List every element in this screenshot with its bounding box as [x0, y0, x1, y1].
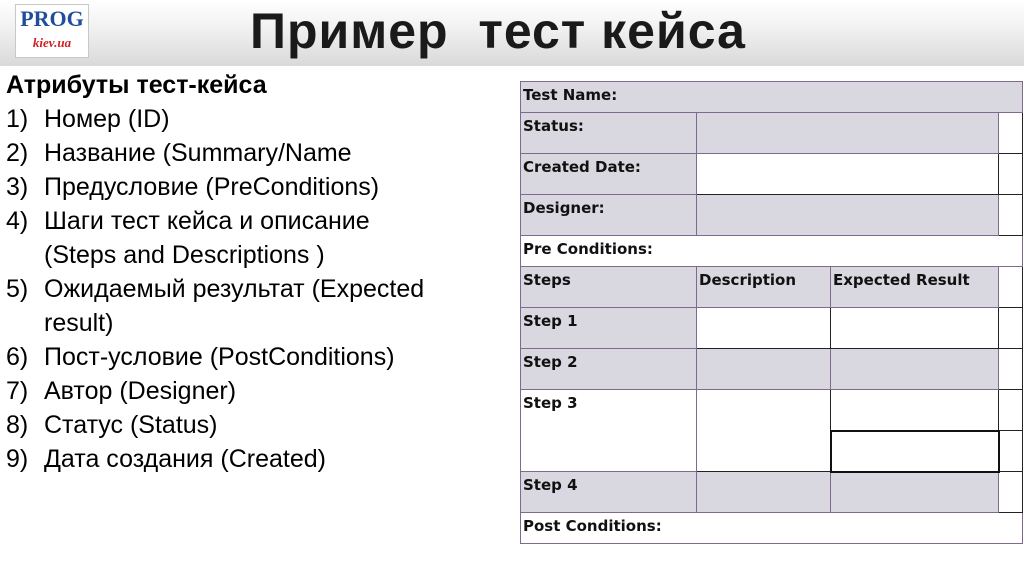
table-row — [521, 429, 1023, 473]
attribute-number: 2) — [6, 139, 29, 167]
created-date-value-cell — [696, 153, 999, 195]
step-4-label: Step 4 — [520, 471, 697, 513]
step-4-description-cell — [696, 471, 831, 513]
attribute-item: 7) Автор (Designer) — [6, 374, 506, 408]
table-row: Step 1 — [520, 307, 1023, 349]
attribute-number: 1) — [6, 105, 29, 133]
table-row: Post Conditions: — [520, 512, 1023, 544]
test-name-cell: Test Name: — [520, 81, 1023, 113]
pre-conditions-cell: Pre Conditions: — [520, 235, 1023, 267]
slide-title: Пример тест кейса — [250, 3, 746, 59]
attribute-number: 6) — [6, 343, 29, 371]
status-value-cell — [696, 112, 999, 154]
attribute-number: 5) — [6, 275, 29, 303]
table-edge-cell — [998, 348, 1023, 390]
logo-sub-text: kiev.ua — [32, 35, 72, 50]
table-edge-cell — [998, 266, 1023, 308]
table-edge-cell — [998, 153, 1023, 195]
attribute-text: Номер (ID) — [44, 105, 170, 133]
table-edge-cell — [998, 194, 1023, 236]
table-row: Pre Conditions: — [520, 235, 1023, 267]
status-label: Status: — [520, 112, 697, 154]
attribute-number: 4) — [6, 207, 29, 235]
table-edge-cell — [998, 112, 1023, 154]
post-conditions-cell: Post Conditions: — [520, 512, 1023, 544]
step-3-expected-cell-extra — [829, 429, 1000, 473]
attribute-text: Статус (Status) — [44, 411, 218, 439]
step-1-expected-cell — [830, 307, 999, 349]
attribute-item: 4) Шаги тест кейса и описание (Steps and… — [6, 204, 506, 272]
step-2-expected-cell — [830, 348, 999, 390]
designer-label: Designer: — [520, 194, 697, 236]
attribute-item: 5) Ожидаемый результат (Expected result) — [6, 272, 506, 340]
table-row: Status: — [520, 112, 1023, 154]
table-row: Test Name: — [520, 81, 1023, 113]
step-3-label: Step 3 — [520, 389, 697, 472]
title-bar: PROG kiev.ua Пример тест кейса — [0, 0, 1024, 66]
expected-result-header: Expected Result — [830, 266, 999, 308]
created-date-label: Created Date: — [520, 153, 697, 195]
attributes-heading: Атрибуты тест-кейса — [6, 71, 267, 99]
attribute-number: 3) — [6, 173, 29, 201]
attribute-text-continued: result) — [44, 309, 114, 337]
step-3-expected-cell — [830, 389, 999, 431]
attribute-text: Шаги тест кейса и описание — [44, 207, 370, 235]
table-row: Created Date: — [520, 153, 1023, 195]
attribute-item: 9) Дата создания (Created) — [6, 442, 506, 476]
table-row: Step 4 — [520, 471, 1023, 513]
attribute-number: 9) — [6, 445, 29, 473]
step-1-label: Step 1 — [520, 307, 697, 349]
attribute-text: Дата создания (Created) — [44, 445, 326, 473]
logo-main-text: PROG — [20, 6, 84, 31]
step-3-description-cell — [696, 389, 831, 472]
steps-header: Steps — [520, 266, 697, 308]
attribute-item: 8) Статус (Status) — [6, 408, 506, 442]
attribute-text: Пост-условие (PostConditions) — [44, 343, 395, 371]
attribute-item: 6) Пост-условие (PostConditions) — [6, 340, 506, 374]
table-row: Step 2 — [520, 348, 1023, 390]
attribute-item: 3) Предусловие (PreConditions) — [6, 170, 506, 204]
step-1-description-cell — [696, 307, 831, 349]
attribute-item: 1) Номер (ID) — [6, 102, 506, 136]
attribute-text: Автор (Designer) — [44, 377, 237, 405]
table-row: Step 3 — [520, 389, 1023, 472]
table-edge-cell — [998, 307, 1023, 349]
attribute-number: 7) — [6, 377, 29, 405]
attribute-text-continued: (Steps and Descriptions ) — [44, 241, 325, 269]
table-row: Steps Description Expected Result — [520, 266, 1023, 308]
table-edge-cell — [998, 471, 1023, 513]
table-row: Designer: — [520, 194, 1023, 236]
attribute-text: Ожидаемый результат (Expected — [44, 275, 425, 303]
attributes-list: Атрибуты тест-кейса 1) Номер (ID) 2) Наз… — [6, 68, 506, 476]
attribute-item: 2) Название (Summary/Name — [6, 136, 506, 170]
table-edge-cell — [998, 430, 1023, 472]
attribute-text: Предусловие (PreConditions) — [44, 173, 380, 201]
step-4-expected-cell — [830, 471, 999, 513]
step-2-label: Step 2 — [520, 348, 697, 390]
attribute-text: Название (Summary/Name — [44, 139, 352, 167]
attribute-number: 8) — [6, 411, 29, 439]
description-header: Description — [696, 266, 831, 308]
test-case-template-table: Test Name: Status: Created Date: Designe… — [520, 81, 1023, 544]
designer-value-cell — [696, 194, 999, 236]
step-2-description-cell — [696, 348, 831, 390]
table-edge-cell — [998, 389, 1023, 431]
prog-kiev-logo: PROG kiev.ua — [15, 4, 89, 58]
